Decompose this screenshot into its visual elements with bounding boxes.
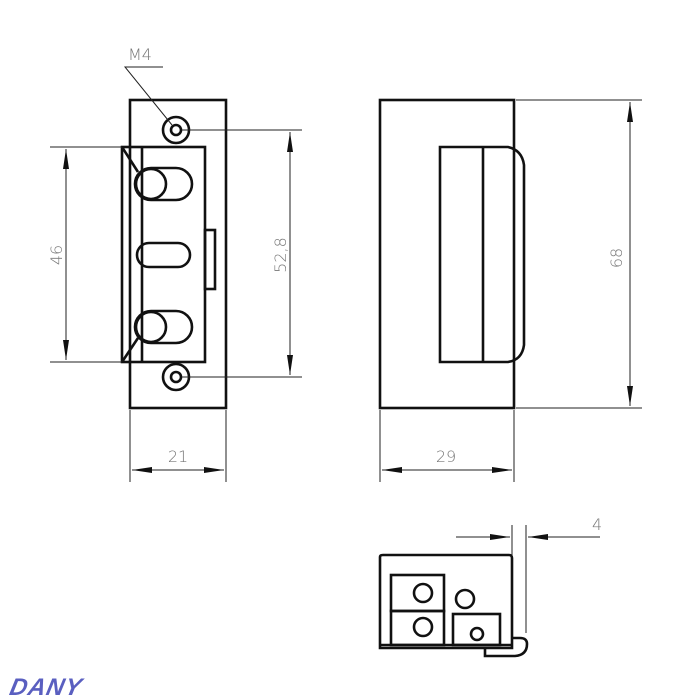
faceplate — [128, 98, 228, 410]
dim-lip: 4 — [592, 515, 602, 534]
slot-middle — [135, 241, 192, 269]
lip-hook — [483, 636, 529, 658]
dim-screw-spacing: 52,8 — [271, 237, 290, 273]
dim-side-height: 68 — [607, 248, 626, 268]
slot-bottom — [133, 309, 194, 345]
front-view: M4 46 52,8 21 — [47, 45, 302, 482]
bottom-housing — [378, 553, 514, 650]
side-tab — [203, 228, 217, 291]
dim-body-height: 46 — [47, 245, 66, 265]
thread-label: M4 — [128, 45, 152, 64]
slot-top — [133, 166, 194, 202]
bottom-view: 4 — [378, 515, 602, 658]
dim-side-depth: 29 — [436, 447, 456, 466]
latch-profile — [438, 145, 526, 364]
dim-front-width: 21 — [168, 447, 188, 466]
brand-logo: DANY — [7, 674, 85, 700]
side-view: 68 29 — [378, 98, 642, 482]
side-housing — [378, 98, 516, 410]
